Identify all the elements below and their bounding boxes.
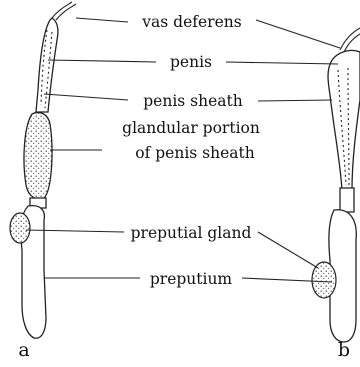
specimen-a	[10, 2, 76, 338]
label-vas-deferens: vas deferens	[141, 13, 241, 31]
specimen-a-glandular-portion	[24, 112, 52, 199]
label-penis-sheath: penis sheath	[143, 92, 242, 110]
leader-preputial-gland-right	[258, 232, 318, 268]
label-glandular-portion-line2: of penis sheath	[135, 144, 254, 162]
labels: vas deferens penis penis sheath glandula…	[18, 13, 350, 361]
label-glandular-portion-line1: glandular portion	[122, 119, 260, 137]
specimen-b-vas-deferens	[340, 28, 360, 52]
leader-penis-sheath-right	[258, 100, 332, 101]
leader-penis-right	[226, 62, 338, 64]
specimen-b-neck	[340, 188, 354, 212]
label-preputial-gland: preputial gland	[131, 224, 252, 242]
specimen-a-preputial-gland	[10, 213, 30, 243]
specimen-b	[312, 28, 360, 342]
specimen-a-vas-deferens	[52, 2, 76, 20]
panel-label-a: a	[18, 339, 29, 361]
panel-label-b: b	[338, 339, 350, 361]
leader-vas-deferens-right	[256, 20, 340, 48]
leader-penis-left	[48, 60, 156, 62]
specimen-b-preputial-gland	[312, 262, 336, 298]
specimen-a-penis	[36, 18, 58, 112]
leader-penis-sheath-left	[44, 94, 128, 100]
label-preputium: preputium	[150, 270, 233, 288]
specimen-b-penis-sheath	[328, 50, 360, 190]
leader-vas-deferens-left	[76, 18, 128, 22]
label-penis: penis	[170, 53, 212, 71]
